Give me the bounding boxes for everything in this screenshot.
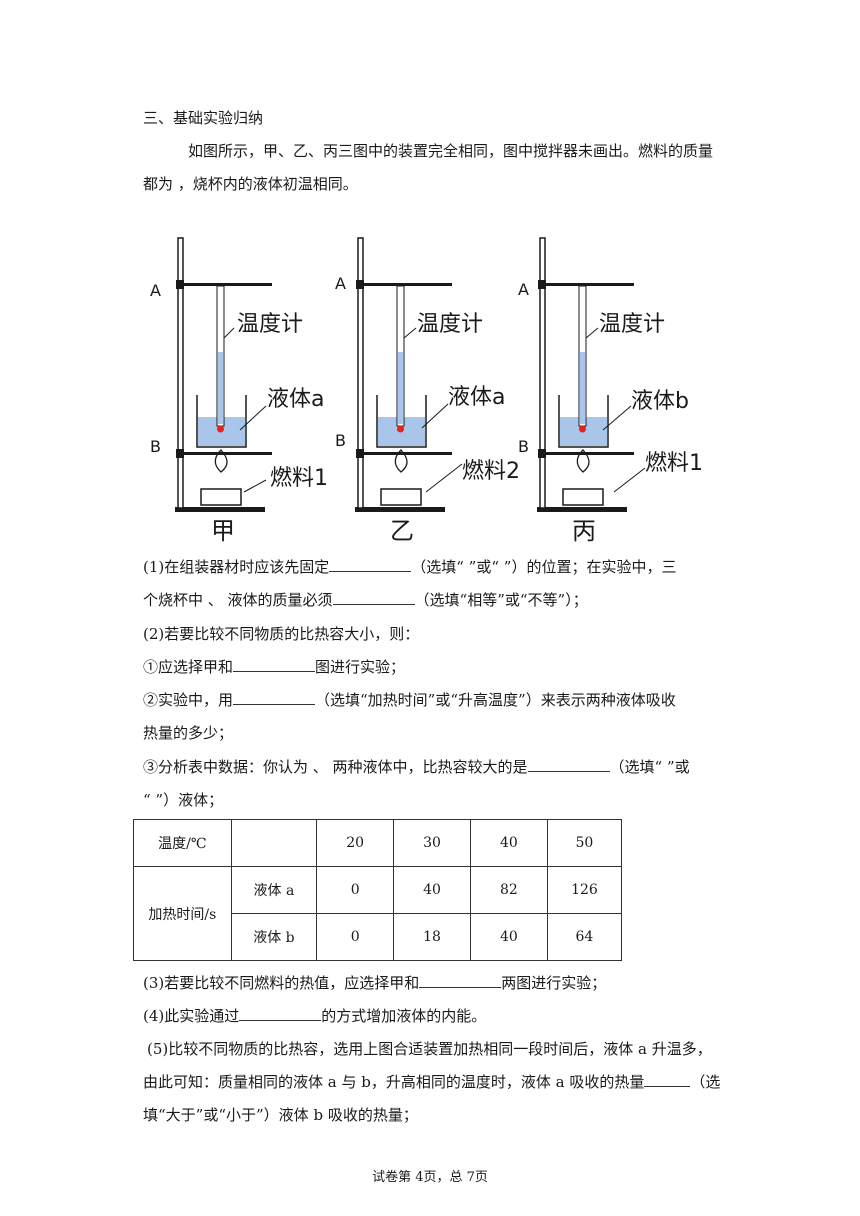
table-cell: 0 xyxy=(316,866,395,914)
question-2-3-line-1: ③分析表中数据：你认为 、 两种液体中，比热容较大的是（选填“ ”或 xyxy=(143,757,690,776)
answer-blank[interactable] xyxy=(233,690,316,705)
table-row: 液体 b 0 18 40 64 xyxy=(134,913,623,961)
table-cell: 0 xyxy=(316,913,395,961)
label-a: A xyxy=(150,281,161,300)
thermometer-label: 温度计 xyxy=(417,312,483,337)
panel-yi: A B 温度计 液体a 燃料2 乙 xyxy=(335,237,520,545)
table-cell: 50 xyxy=(546,819,623,867)
question-2-1: ①应选择甲和图进行实验； xyxy=(143,657,406,676)
flame-icon xyxy=(394,449,408,473)
table-row-label: 液体 b xyxy=(230,913,318,961)
thermometer-bulb xyxy=(397,425,404,433)
fuel-label: 燃料1 xyxy=(270,466,328,491)
panel-caption: 乙 xyxy=(390,517,414,545)
question-2-2-line-1: ②实验中，用（选填“加热时间”或“升高温度”）来表示两种液体吸收 xyxy=(143,690,676,709)
flame-icon xyxy=(576,449,590,473)
fuel-label: 燃料1 xyxy=(645,451,703,476)
table-cell: 18 xyxy=(393,913,471,961)
table-row: 加热时间/s 液体 a 0 40 82 126 xyxy=(133,866,623,961)
label-b: B xyxy=(518,437,529,456)
panel-caption: 丙 xyxy=(572,517,596,545)
intro-line-1: 如图所示，甲、乙、丙三图中的装置完全相同，图中搅拌器未画出。燃料的质量 xyxy=(188,142,714,160)
label-b: B xyxy=(335,431,346,450)
table-cell: 40 xyxy=(470,913,548,961)
thermometer-bulb xyxy=(579,425,586,433)
table-row-group-label: 加热时间/s xyxy=(133,866,232,961)
question-4: (4)此实验通过的方式增加液体的内能。 xyxy=(143,1006,487,1025)
question-3: (3)若要比较不同燃料的热值，应选择甲和两图进行实验； xyxy=(143,973,607,992)
answer-blank[interactable] xyxy=(329,557,412,572)
thermometer-label: 温度计 xyxy=(599,312,665,337)
table-cell: 82 xyxy=(470,866,548,914)
table-cell: 40 xyxy=(393,866,471,914)
table-cell: 64 xyxy=(546,913,623,961)
table-row-label: 液体 a xyxy=(230,866,318,914)
question-1-line-1: (1)在组装器材时应该先固定（选填“ ”或“ ”）的位置；在实验中，三 xyxy=(143,557,677,576)
label-a: A xyxy=(518,280,529,299)
table-row: 温度/℃ 20 30 40 50 xyxy=(133,819,623,867)
question-5-line-1: (5)比较不同物质的比热容，选用上图合适装置加热相同一段时间后，液体 a 升温多… xyxy=(147,1040,712,1058)
answer-blank[interactable] xyxy=(332,590,415,605)
panel-jia: A B 温度计 液体a 燃料1 甲 xyxy=(150,237,328,545)
answer-blank[interactable] xyxy=(644,1072,691,1087)
panel-caption: 甲 xyxy=(211,517,235,545)
table-cell: 40 xyxy=(470,819,548,867)
fuel-label: 燃料2 xyxy=(462,459,520,484)
answer-blank[interactable] xyxy=(233,657,316,672)
table-header-label: 温度/℃ xyxy=(133,819,232,867)
liquid-label: 液体a xyxy=(267,387,324,412)
data-table: 温度/℃ 20 30 40 50 加热时间/s 液体 a 0 40 82 126… xyxy=(133,819,623,961)
answer-blank[interactable] xyxy=(419,973,502,988)
page-footer: 试卷第 4页，总 7页 xyxy=(372,1170,488,1185)
table-cell: 20 xyxy=(316,819,395,867)
table-cell: 30 xyxy=(393,819,471,867)
label-a: A xyxy=(335,274,346,293)
flame-icon xyxy=(214,449,228,473)
table-cell: 126 xyxy=(546,866,623,914)
question-2: (2)若要比较不同物质的比热容大小，则： xyxy=(143,625,420,643)
question-2-3-line-2: “ ”）液体； xyxy=(143,791,224,809)
thermometer-label: 温度计 xyxy=(237,312,303,337)
apparatus-figure: A B 温度计 液体a 燃料1 甲 xyxy=(140,232,740,552)
label-b: B xyxy=(150,437,161,456)
question-2-2-line-2: 热量的多少； xyxy=(143,724,234,742)
thermometer-bulb xyxy=(217,425,224,433)
panel-bing: A B 温度计 液体b 燃料1 丙 xyxy=(518,237,703,545)
question-5-line-3: 填“大于”或“小于”）液体 b 吸收的热量； xyxy=(143,1106,418,1124)
question-1-line-2: 个烧杯中 、 液体的质量必须（选填“相等”或“不等”）； xyxy=(143,590,588,609)
liquid-label: 液体b xyxy=(631,389,689,414)
section-title: 三、基础实验归纳 xyxy=(143,109,264,127)
liquid-label: 液体a xyxy=(448,385,505,410)
intro-line-2: 都为 ，烧杯内的液体初温相同。 xyxy=(143,175,358,193)
answer-blank[interactable] xyxy=(239,1006,322,1021)
question-5-line-2: 由此可知：质量相同的液体 a 与 b，升高相同的温度时，液体 a 吸收的热量（选 xyxy=(143,1072,721,1091)
answer-blank[interactable] xyxy=(527,757,610,772)
